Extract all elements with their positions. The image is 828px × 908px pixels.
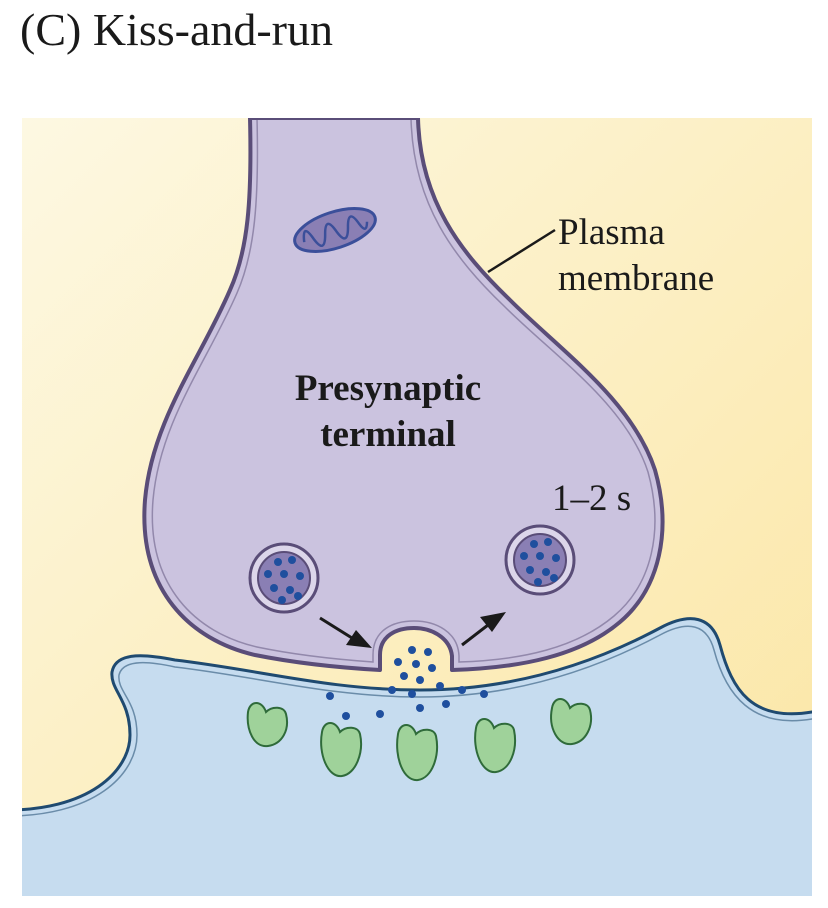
presynaptic-terminal-label-line-1: Presynaptic — [294, 368, 482, 409]
synaptic-vesicle-retrieved — [504, 524, 576, 596]
receptor-1 — [246, 702, 288, 748]
arrow-membrane-to-vesicle — [461, 612, 506, 647]
presynaptic-membrane-inner-line — [151, 118, 656, 663]
plasma-membrane-label: Plasma membrane — [558, 210, 714, 302]
arrow-vesicle-to-membrane — [319, 616, 372, 648]
receptor-5 — [550, 698, 592, 746]
vesicle-transmitter-dots — [264, 556, 304, 604]
receptor-2 — [320, 722, 362, 778]
postsynaptic-receptors — [246, 698, 592, 782]
vesicle-transmitter-dots-2 — [520, 538, 560, 586]
membrane-leader-line — [487, 228, 556, 274]
presynaptic-terminal-label: Presynaptic terminal — [248, 366, 528, 458]
postsynaptic-membrane-inner-line — [22, 625, 812, 817]
synaptic-vesicle-docking — [248, 542, 320, 614]
released-transmitter — [326, 646, 488, 720]
plasma-membrane-label-line-1: Plasma — [558, 212, 665, 253]
receptor-4 — [474, 718, 516, 774]
time-label: 1–2 s — [552, 478, 632, 519]
panel-title: (C) Kiss-and-run — [20, 4, 333, 55]
receptor-3 — [396, 724, 438, 782]
mitochondrion — [293, 207, 377, 253]
plasma-membrane-label-line-2: membrane — [558, 258, 715, 299]
presynaptic-terminal-label-line-2: terminal — [320, 414, 456, 455]
